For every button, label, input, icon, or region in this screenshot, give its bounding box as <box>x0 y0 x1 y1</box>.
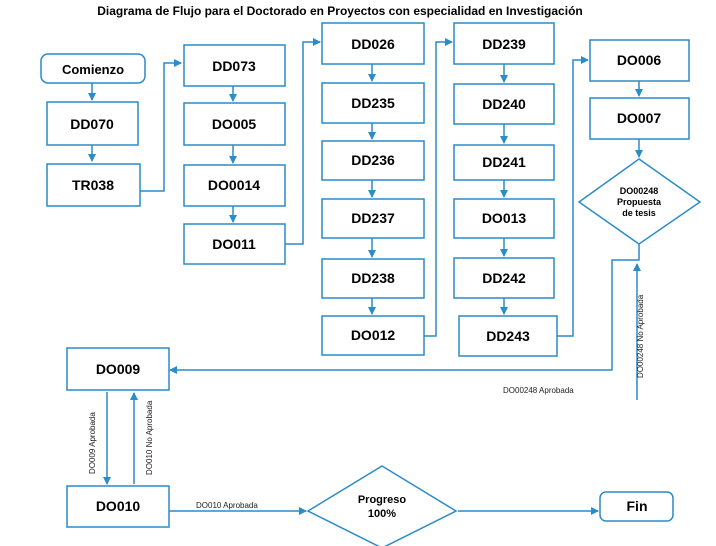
node-dd073 <box>183 44 286 87</box>
edge-thesis-do009 <box>169 244 640 374</box>
dd243-label: DD243 <box>486 328 530 344</box>
end-label: Fin <box>627 498 648 514</box>
edge-label-do010-approved: DO010 Aprobada <box>196 501 258 510</box>
do010-label: DO010 <box>96 498 141 514</box>
start-label: Comienzo <box>62 62 124 77</box>
dd239-label: DD239 <box>482 36 526 52</box>
do006-label: DO006 <box>617 52 662 68</box>
dd026-label: DD026 <box>351 36 395 52</box>
progress-label-line2: 100% <box>368 508 396 520</box>
dd241-label: DD241 <box>482 154 526 170</box>
start-node <box>40 53 146 84</box>
dd242-label: DD242 <box>482 270 526 286</box>
decision-thesis <box>577 158 702 245</box>
node-dd236 <box>321 140 425 181</box>
thesis-label-line1: DO00248 <box>620 186 659 196</box>
node-do013 <box>453 198 555 239</box>
connectors <box>88 38 643 515</box>
node-dd026 <box>321 22 425 65</box>
edge-do011-dd026 <box>285 38 321 245</box>
node-tr038 <box>46 163 141 207</box>
progress-label-line1: Progreso <box>358 494 407 506</box>
node-dd237 <box>321 198 425 239</box>
dd237-label: DD237 <box>351 210 395 226</box>
node-dd242 <box>453 257 555 299</box>
node-do012 <box>321 315 425 356</box>
tr038-label: TR038 <box>72 177 114 193</box>
node-do006 <box>589 39 690 82</box>
thesis-label-line3: de tesis <box>622 208 656 218</box>
do011-label: DO011 <box>212 236 256 252</box>
node-do010 <box>66 485 170 528</box>
thesis-label-line2: Propuesta <box>617 197 662 207</box>
edge-label-thesis-approved: DO00248 Aprobada <box>503 386 574 395</box>
node-dd239 <box>453 22 555 65</box>
node-do0014 <box>183 164 286 207</box>
end-node <box>599 491 674 522</box>
diagram-title: Diagrama de Flujo para el Doctorado en P… <box>97 4 582 18</box>
dd238-label: DD238 <box>351 270 395 286</box>
edge-dd243-do006 <box>557 56 589 337</box>
edge-tr038-dd073 <box>140 59 182 192</box>
edge-label-do010-rejected: DO010 No Aprobada <box>145 400 154 475</box>
do0014-label: DO0014 <box>208 177 260 193</box>
dd235-label: DD235 <box>351 95 395 111</box>
dd236-label: DD236 <box>351 152 395 168</box>
node-do009 <box>66 347 170 391</box>
node-dd238 <box>321 258 425 299</box>
node-dd240 <box>453 83 555 125</box>
dd073-label: DD073 <box>212 58 256 74</box>
do009-label: DO009 <box>96 361 141 377</box>
node-dd241 <box>453 144 555 181</box>
node-do005 <box>183 102 286 146</box>
node-do011 <box>183 223 286 265</box>
do013-label: DO013 <box>482 210 527 226</box>
node-dd235 <box>321 82 425 124</box>
node-do007 <box>589 97 690 140</box>
node-dd243 <box>458 315 558 357</box>
do005-label: DO005 <box>212 116 257 132</box>
edge-label-thesis-rejected: DO00248 No Aprobada <box>636 294 645 378</box>
node-dd070 <box>46 101 139 146</box>
dd070-label: DD070 <box>70 116 114 132</box>
do007-label: DO007 <box>617 110 662 126</box>
decision-progress <box>306 465 458 546</box>
dd240-label: DD240 <box>482 96 526 112</box>
edge-label-do009-approved: DO009 Aprobada <box>88 412 97 474</box>
edge-do012-dd239 <box>424 38 453 337</box>
do012-label: DO012 <box>351 327 396 343</box>
